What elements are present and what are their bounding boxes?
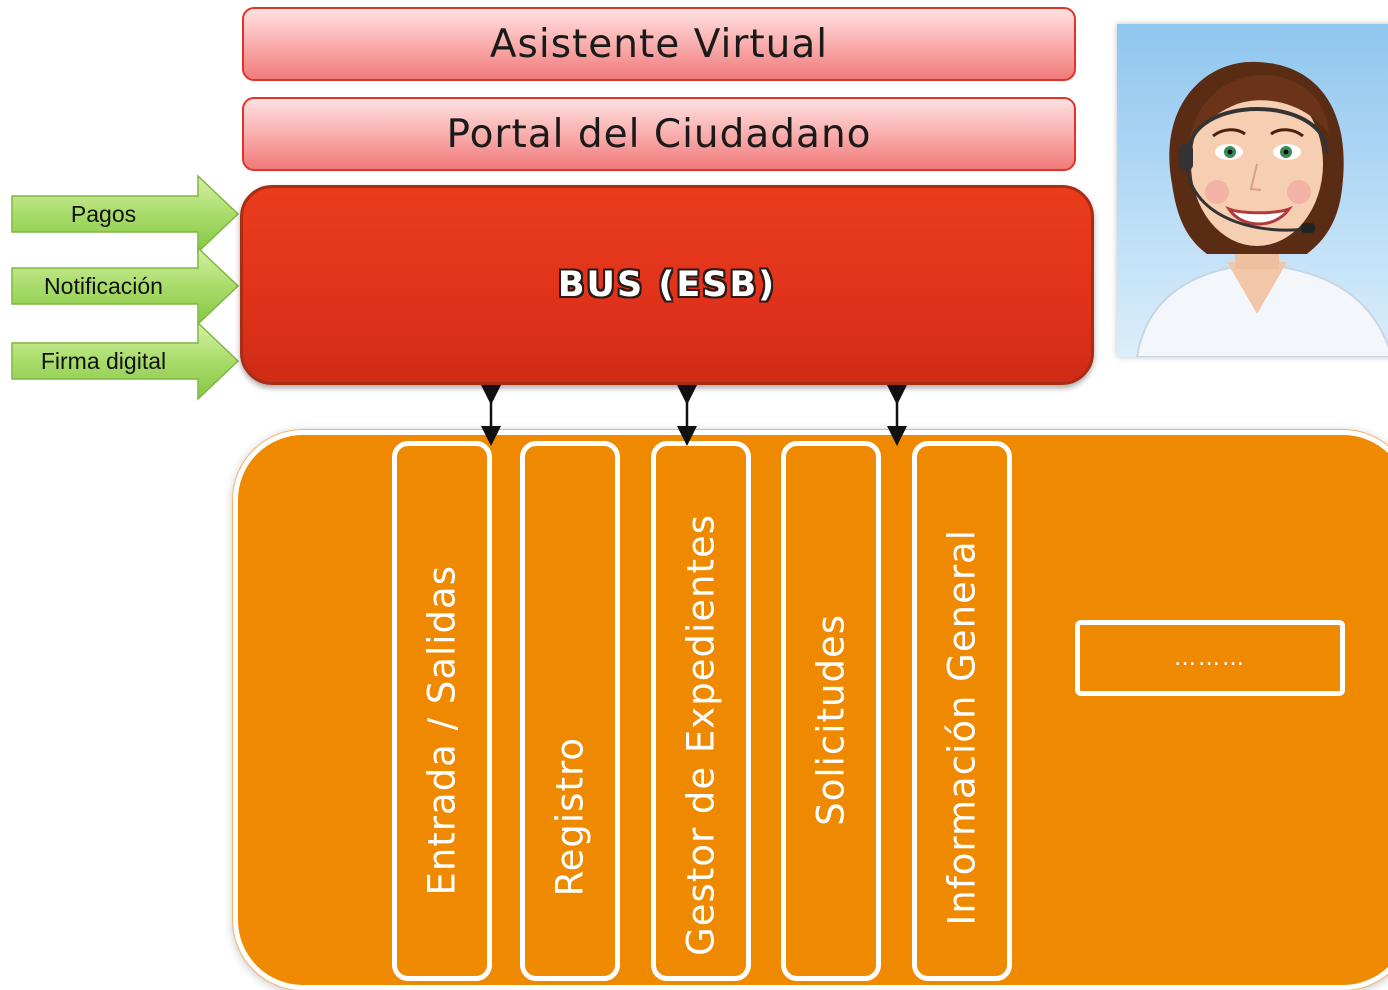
side-service-notificacion: Notificación [44,272,163,299]
portal-ciudadano-label: Portal del Ciudadano [446,111,872,157]
side-service-pagos: Pagos [70,200,137,227]
module-informacion-general: Información General [912,441,1012,981]
module-gestor-expedientes: Gestor de Expedientes [651,441,751,981]
module-solicitudes-label: Solicitudes [809,614,853,826]
bus-esb: BUS (ESB) [240,185,1094,385]
module-gestor-expedientes-label: Gestor de Expedientes [679,514,723,956]
module-registro: Registro [520,441,620,981]
notificacion-arrow-shape [11,246,240,326]
asistente-virtual-layer: Asistente Virtual [242,7,1076,81]
module-registro-label: Registro [548,736,592,896]
more-modules-label: ……… [1174,645,1246,671]
asistente-virtual-label: Asistente Virtual [489,21,829,67]
agent-illustration [1117,24,1388,357]
module-entrada-salidas: Entrada / Salidas [392,441,492,981]
module-entrada-salidas-label: Entrada / Salidas [420,565,464,896]
side-arrows [11,174,240,401]
portal-ciudadano-layer: Portal del Ciudadano [242,97,1076,171]
module-solicitudes: Solicitudes [781,441,881,981]
module-informacion-general-label: Información General [940,529,984,926]
bus-esb-label: BUS (ESB) [557,265,777,305]
virtual-assistant-avatar-icon [1117,24,1388,357]
side-service-firma-digital: Firma digital [40,347,167,374]
firma-arrow-shape [11,321,240,401]
more-modules-box: ……… [1075,620,1345,696]
pagos-arrow-shape [11,174,240,254]
